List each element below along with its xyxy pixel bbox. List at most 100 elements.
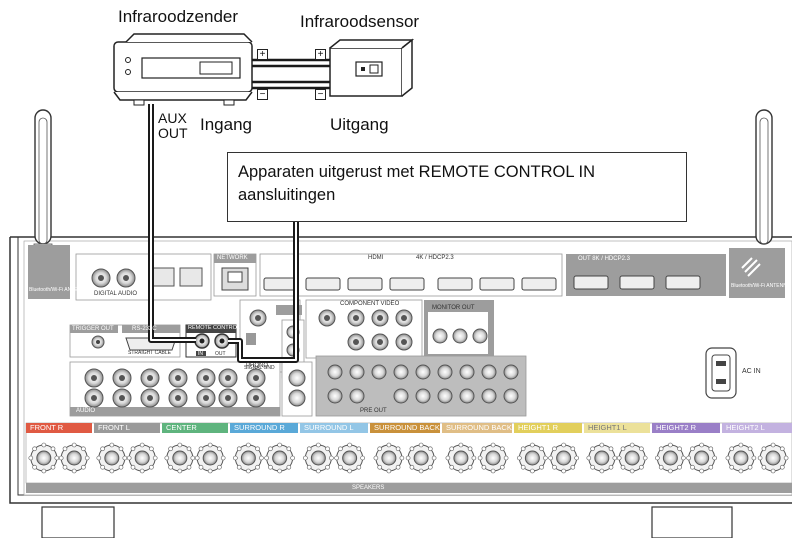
speaker-terminal-tooth [639, 446, 644, 452]
speaker-terminal-tooth [539, 446, 544, 452]
speaker-terminal-tooth [338, 464, 343, 470]
speaker-terminal-tooth [386, 442, 392, 448]
speaker-terminal-tooth [467, 446, 473, 452]
speaker-terminal-tooth [109, 468, 115, 474]
speaker-terminal-tooth [236, 446, 242, 452]
speaker-terminal-tooth [699, 468, 704, 474]
component-video-section [305, 299, 494, 359]
speaker-terminal-tooth [449, 464, 455, 470]
speaker-terminal-tooth [386, 468, 392, 474]
speaker-terminal-tooth [608, 446, 614, 452]
speaker-terminal-tooth [217, 446, 222, 452]
speaker-terminal-tooth [28, 455, 34, 461]
speaker-terminal-tooth [629, 442, 635, 448]
speaker-terminal-tooth [217, 464, 222, 470]
input-label: Ingang [200, 115, 252, 134]
speaker-terminal-tooth [96, 455, 102, 461]
bt-antenna-terminal-right [729, 248, 785, 298]
speaker-terminal-core [172, 450, 188, 466]
speaker-terminal-tooth [612, 455, 618, 461]
speaker-terminal-tooth [418, 442, 424, 448]
hdmi-input-section [259, 253, 563, 297]
speaker-terminal-core [765, 450, 781, 466]
speaker-terminal-tooth [530, 442, 535, 448]
speaker-terminal-tooth [481, 446, 487, 452]
audio-label: AUDIO [76, 408, 96, 414]
speaker-terminal-tooth [779, 446, 785, 452]
bt-antenna-terminal-left [28, 245, 70, 299]
speaker-terminal-tooth [81, 446, 86, 452]
speaker-terminal-tooth [761, 464, 767, 470]
speaker-terminal-tooth [427, 446, 433, 452]
speaker-terminal-tooth [467, 464, 473, 470]
speaker-terminal-tooth [186, 464, 192, 470]
speaker-terminal-core [594, 450, 610, 466]
phono-label: PHONO [246, 363, 269, 369]
speaker-terminal-tooth [708, 446, 714, 452]
aux-out-label-line1: AUX [158, 110, 187, 126]
speaker-terminal-tooth [118, 446, 124, 452]
speaker-terminal-tooth [561, 468, 566, 474]
speaker-surround-r-label: SURROUND R [230, 423, 298, 433]
speaker-terminal-tooth [574, 455, 579, 461]
hdcp-label: 4K / HDCP2.3 [416, 255, 454, 261]
speaker-terminal-tooth [268, 446, 273, 452]
speaker-terminal-tooth [255, 464, 260, 470]
speaker-terminal-tooth [139, 468, 145, 474]
speaker-terminal-core [272, 450, 288, 466]
speaker-terminal-tooth [418, 468, 424, 474]
speaker-terminal-tooth [629, 468, 635, 474]
speaker-terminal-core [134, 450, 150, 466]
speaker-terminal-tooth [347, 468, 352, 474]
speaker-terminal-tooth [50, 464, 56, 470]
speaker-terminal-tooth [770, 468, 776, 474]
speaker-terminal-tooth [303, 455, 308, 461]
speaker-terminal-tooth [50, 446, 56, 452]
speaker-terminal-tooth [658, 446, 664, 452]
speaker-terminal-tooth [347, 442, 352, 448]
speaker-terminal-tooth [490, 468, 496, 474]
speaker-terminal-tooth [570, 446, 576, 452]
speaker-terminal-core [556, 450, 572, 466]
speaker-terminal-tooth [58, 455, 64, 461]
speaker-terminal-tooth [122, 455, 128, 461]
speaker-terminal-tooth [236, 464, 242, 470]
ir-sensor-label: Infraroodsensor [300, 12, 420, 31]
speaker-terminal-tooth [255, 446, 260, 452]
hdmi-output-section [566, 254, 726, 296]
speaker-terminal-tooth [149, 464, 154, 470]
speaker-terminal-tooth [259, 455, 264, 461]
speaker-terminal-tooth [668, 442, 673, 448]
speaker-terminal-tooth [586, 455, 592, 461]
speaker-height2-r-label: HEIGHT2 R [652, 423, 720, 433]
speaker-terminal-tooth [590, 446, 595, 452]
digital-audio-section [75, 253, 212, 301]
speaker-terminal-core [624, 450, 640, 466]
speaker-terminal-core [413, 450, 429, 466]
ir-transmitter-device [113, 33, 253, 106]
speaker-terminal-core [240, 450, 256, 466]
remote-control-jacks [185, 324, 237, 358]
speaker-terminal-tooth [395, 464, 401, 470]
ac-in-label: AC IN [742, 368, 761, 375]
pre-out-section [281, 355, 527, 417]
speaker-terminal-tooth [41, 468, 47, 474]
speaker-terminal-tooth [118, 464, 124, 470]
speaker-terminal-tooth [54, 455, 60, 461]
speaker-terminal-tooth [264, 455, 269, 461]
minus-sign-tx: − [257, 89, 268, 100]
speaker-terminal-tooth [449, 446, 455, 452]
rs232c-label: RS-232C [132, 326, 157, 332]
trigger-out-label: TRIGGER OUT [72, 326, 114, 332]
speaker-terminal-tooth [499, 446, 505, 452]
speaker-terminal-tooth [81, 464, 86, 470]
speaker-terminal-tooth [334, 455, 339, 461]
remote-control-label: REMOTE CONTROL [188, 325, 240, 331]
speaker-terminal-tooth [747, 446, 753, 452]
speaker-terminal-tooth [503, 455, 509, 461]
speaker-terminal-tooth [677, 464, 682, 470]
speaker-terminal-tooth [616, 455, 622, 461]
speaker-terminal-tooth [690, 446, 695, 452]
callout-text-line2: aansluitingen [238, 186, 336, 204]
